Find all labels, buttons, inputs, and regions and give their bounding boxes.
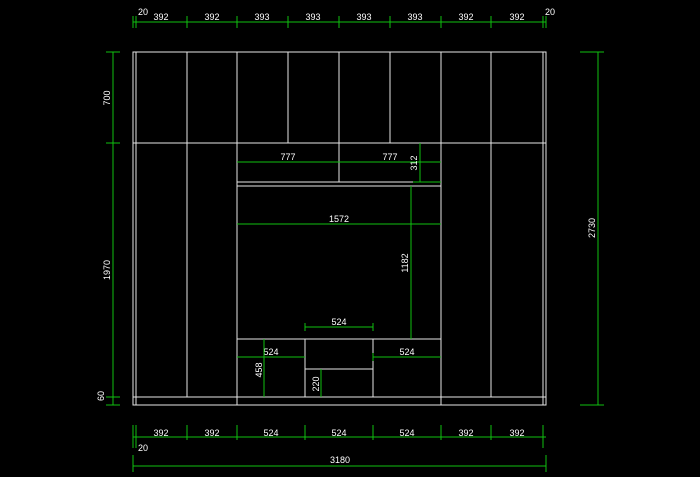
top-dim-label: 20 [138, 7, 148, 17]
lower-center-height-label: 220 [311, 376, 321, 391]
drawer-right-width-label: 777 [382, 152, 397, 162]
top-dim-ticks [132, 16, 547, 28]
bottom-dim-label: 392 [509, 428, 524, 438]
overall-width-label: 3180 [330, 455, 350, 465]
top-dim-label: 393 [407, 12, 422, 22]
left-dim-label: 60 [96, 391, 106, 401]
tv-opening-height-label: 1182 [400, 253, 410, 272]
top-dim-label: 392 [509, 12, 524, 22]
overall-height-dimension: 2730 [580, 51, 604, 406]
top-dim-label: 392 [153, 12, 168, 22]
left-dim-label: 700 [102, 90, 112, 105]
shelf-width-label: 524 [331, 317, 346, 327]
bottom-dim-label: 20 [138, 443, 148, 453]
top-dim-label: 393 [356, 12, 371, 22]
drawer-left-width-label: 777 [280, 152, 295, 162]
bottom-dim-label: 524 [331, 428, 346, 438]
top-dim-label: 393 [305, 12, 320, 22]
left-dimension-chain: 700 1970 60 [96, 51, 120, 406]
drawer-height-label: 312 [409, 155, 419, 170]
top-dimension-chain: 20 392 392 393 393 393 393 392 392 20 [132, 7, 555, 28]
top-dim-label: 393 [254, 12, 269, 22]
cabinet-geometry [132, 51, 547, 406]
bottom-dim-label: 392 [458, 428, 473, 438]
top-dim-label: 392 [204, 12, 219, 22]
bottom-dim-ticks [132, 425, 544, 448]
top-dim-label: 392 [458, 12, 473, 22]
bottom-dim-label: 392 [204, 428, 219, 438]
inner-dimensions: 777 777 312 1572 1182 524 524 458 220 52… [237, 143, 441, 397]
tv-opening-width-label: 1572 [329, 214, 349, 224]
drawer-shelf [236, 181, 442, 187]
bottom-dim-label: 524 [399, 428, 414, 438]
bottom-dimension-chain: 20 392 392 524 524 524 392 392 [132, 425, 546, 453]
lower-left-height-label: 458 [254, 362, 264, 377]
bottom-dim-label: 524 [263, 428, 278, 438]
overall-height-label: 2730 [587, 218, 597, 238]
overall-width-dimension: 3180 [132, 455, 547, 472]
lower-left-width-label: 524 [263, 347, 278, 357]
bottom-dim-label: 392 [153, 428, 168, 438]
top-dim-label: 20 [545, 7, 555, 17]
left-dim-label: 1970 [102, 260, 112, 280]
lower-right-width-label: 524 [399, 347, 414, 357]
